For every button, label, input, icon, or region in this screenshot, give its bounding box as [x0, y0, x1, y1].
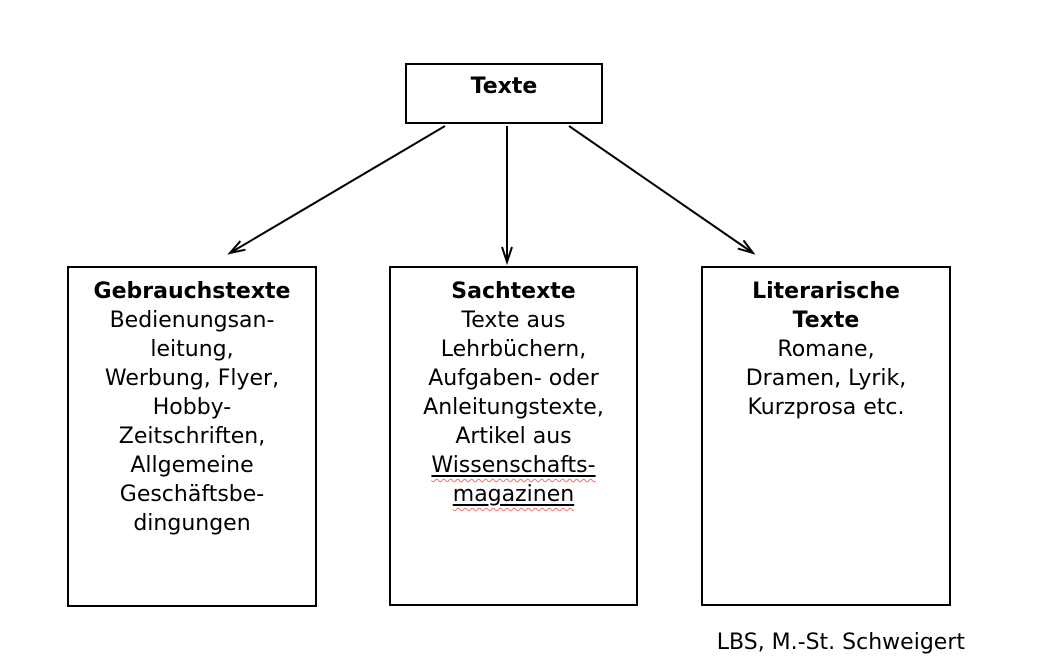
- underlined-word: magazinen: [453, 482, 574, 507]
- root-box: Texte: [405, 63, 603, 124]
- box-line-underlined: magazinen: [391, 480, 636, 509]
- box-title: Gebrauchstexte: [93, 279, 291, 304]
- box-line: Texte aus: [461, 308, 566, 333]
- box-title: Literarische: [752, 279, 900, 304]
- box-line: Bedienungsan-: [109, 308, 275, 333]
- box-title: Sachtexte: [451, 279, 576, 304]
- box-gebrauchstexte: Gebrauchstexte Bedienungsan- leitung, We…: [67, 266, 317, 607]
- box-line: Werbung, Flyer,: [104, 366, 280, 391]
- box-line: Romane,: [777, 337, 875, 362]
- box-sachtexte: Sachtexte Texte aus Lehrbüchern, Aufgabe…: [389, 266, 638, 606]
- box-line: Artikel aus: [455, 424, 572, 449]
- underlined-word: Wissenschafts-: [431, 453, 595, 478]
- box-line: Anleitungstexte,: [423, 395, 604, 420]
- box-line: Kurzprosa etc.: [747, 395, 905, 420]
- box-line: Hobby-: [152, 395, 232, 420]
- box-line: leitung,: [150, 337, 234, 362]
- spellcheck-underlined-text: Wissenschafts-: [431, 453, 596, 478]
- box-literarische-texte: Literarische Texte Romane, Dramen, Lyrik…: [701, 266, 951, 606]
- box-line: Zeitschriften,: [118, 424, 266, 449]
- root-label: Texte: [470, 74, 538, 99]
- box-line-underlined: Wissenschafts-: [391, 451, 636, 480]
- box-line: Aufgaben- oder: [428, 366, 599, 391]
- box-title: Texte: [792, 308, 860, 333]
- spellcheck-underlined-text: magazinen: [452, 482, 575, 507]
- box-line: Dramen, Lyrik,: [745, 366, 907, 391]
- arrow-to-gebrauchstexte: [227, 125, 446, 255]
- box-line: Geschäftsbe-: [119, 482, 265, 507]
- arrow-to-literarische-texte: [568, 125, 756, 255]
- box-line: dingungen: [133, 511, 251, 536]
- box-line: Allgemeine: [130, 453, 254, 478]
- attribution: LBS, M.-St. Schweigert: [716, 630, 965, 655]
- box-line: Lehrbüchern,: [440, 337, 587, 362]
